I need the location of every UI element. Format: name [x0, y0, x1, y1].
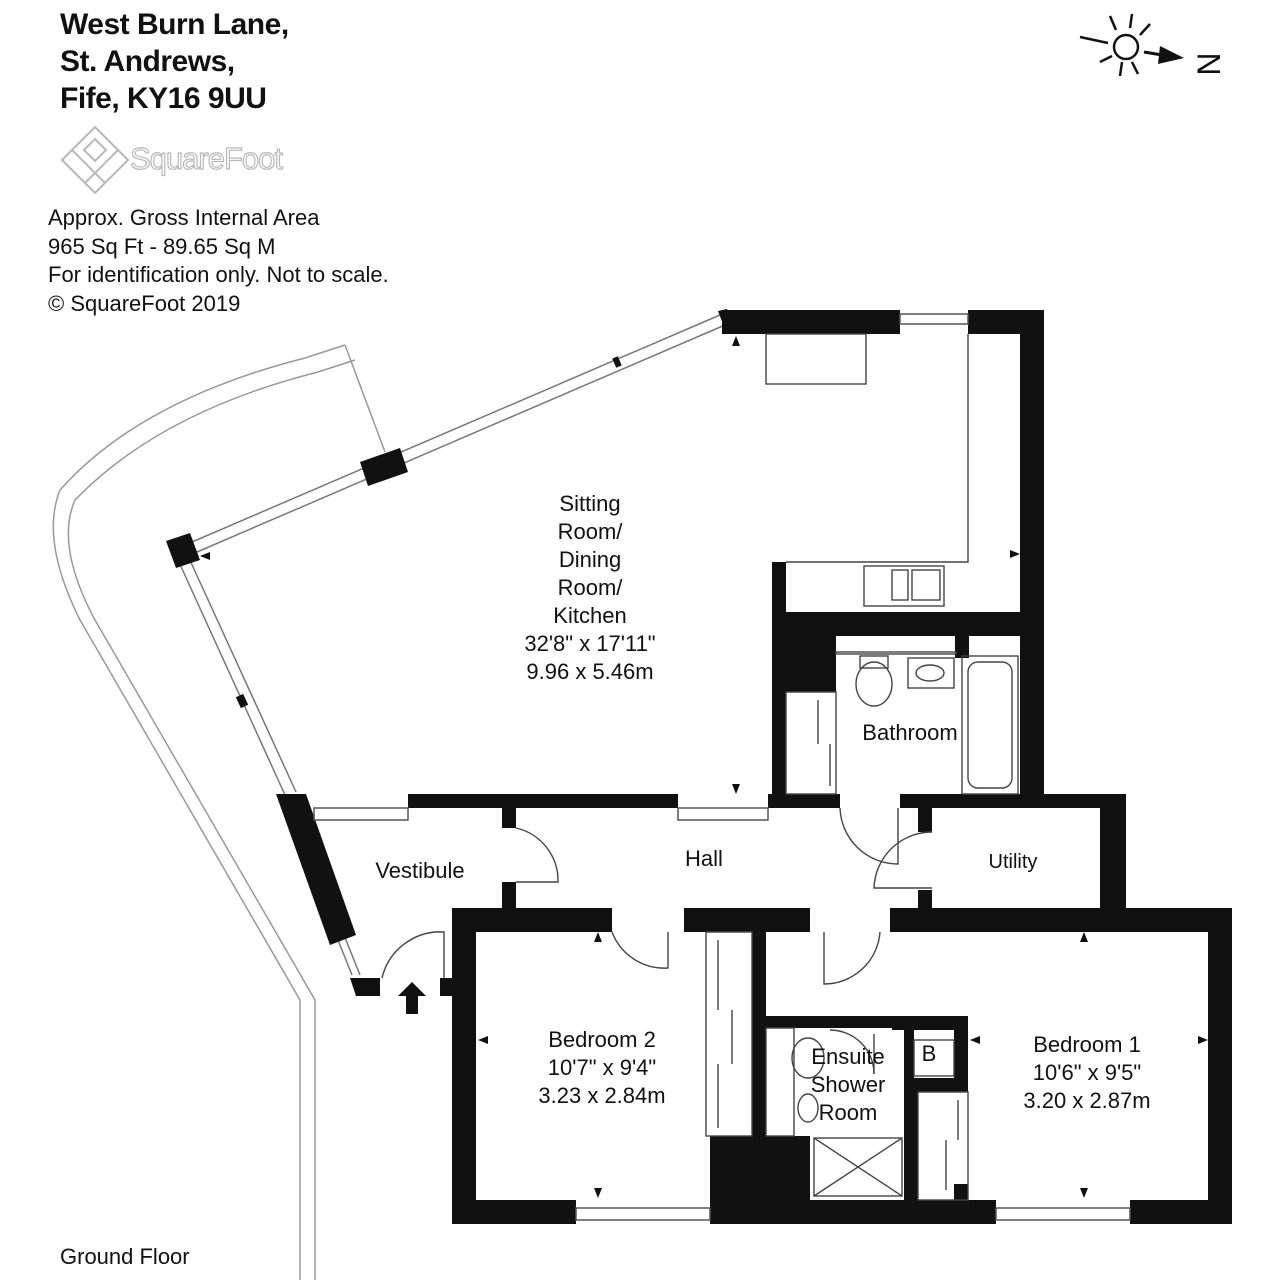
sitting-room-imperial: 32'8" x 17'11": [524, 631, 655, 656]
area-info-line-2: 965 Sq Ft - 89.65 Sq M: [48, 233, 276, 259]
toilet-icon: [855, 661, 893, 707]
kitchen-sink-icon: [863, 565, 945, 607]
wardrobes: [705, 931, 969, 1201]
north-arrow-icon: [1143, 46, 1184, 64]
logo-wordmark: SquareFoot: [129, 140, 283, 176]
bedroom1-metric: 3.20 x 2.87m: [1023, 1088, 1150, 1113]
squarefoot-logo: SquareFoot: [60, 125, 320, 195]
ensuite-label-1: Ensuite: [811, 1044, 884, 1069]
address-line-2: St. Andrews,: [60, 45, 235, 78]
bathroom-label: Bathroom: [862, 720, 957, 745]
sitting-room-glazing: [177, 314, 726, 976]
logo-diamond-icon: [60, 125, 130, 195]
bedroom1-imperial: 10'6" x 9'5": [1033, 1060, 1141, 1085]
hall-label: Hall: [685, 846, 723, 871]
boiler-label: B: [922, 1041, 937, 1066]
ensuite-fixtures: [765, 1027, 903, 1197]
dimension-markers: [200, 336, 1208, 1198]
sun-icon: [1079, 13, 1151, 77]
bedroom2-metric: 3.23 x 2.84m: [538, 1083, 665, 1108]
sitting-room-label-1: Sitting: [559, 491, 620, 516]
doors: [381, 807, 955, 1077]
shower-tray-icon: [813, 1137, 903, 1197]
bathtub-icon: [961, 655, 1019, 795]
address-line-3: Fife, KY16 9UU: [60, 82, 267, 115]
address-line-1: West Burn Lane,: [60, 8, 289, 41]
room-labels: Sitting Room/ Dining Room/ Kitchen 32'8"…: [375, 491, 1150, 1125]
area-info-line-4: © SquareFoot 2019: [48, 290, 241, 316]
basin-icon: [907, 657, 955, 689]
vestibule-label: Vestibule: [375, 858, 464, 883]
area-info: Approx. Gross Internal Area 965 Sq Ft - …: [48, 204, 389, 318]
ensuite-label-3: Room: [819, 1100, 878, 1125]
bedroom2-imperial: 10'7" x 9'4": [548, 1055, 656, 1080]
sitting-room-label-2: Room/: [558, 519, 624, 544]
walls: [166, 309, 1232, 1224]
sitting-room-metric: 9.96 x 5.46m: [526, 659, 653, 684]
entrance-arrow-icon: [398, 982, 426, 1014]
bedroom2-label: Bedroom 2: [548, 1027, 656, 1052]
north-letter: N: [1191, 52, 1227, 75]
utility-label: Utility: [989, 851, 1038, 873]
sitting-room-label-5: Kitchen: [553, 603, 626, 628]
windows: [313, 313, 1131, 1221]
area-info-line-3: For identification only. Not to scale.: [48, 262, 389, 287]
bedroom1-label: Bedroom 1: [1033, 1032, 1141, 1057]
compass-rose: N: [1079, 13, 1227, 77]
sitting-room-label-4: Room/: [558, 575, 624, 600]
ensuite-label-2: Shower: [811, 1072, 886, 1097]
property-address: West Burn Lane, St. Andrews, Fife, KY16 …: [60, 6, 289, 117]
floor-label: Ground Floor: [60, 1244, 190, 1269]
kitchen-fixtures: [765, 333, 969, 607]
bathroom-fixtures: [785, 651, 1019, 795]
site-boundary: [52, 344, 386, 1280]
sitting-room-label-3: Dining: [559, 547, 621, 572]
area-info-line-1: Approx. Gross Internal Area: [48, 205, 320, 230]
